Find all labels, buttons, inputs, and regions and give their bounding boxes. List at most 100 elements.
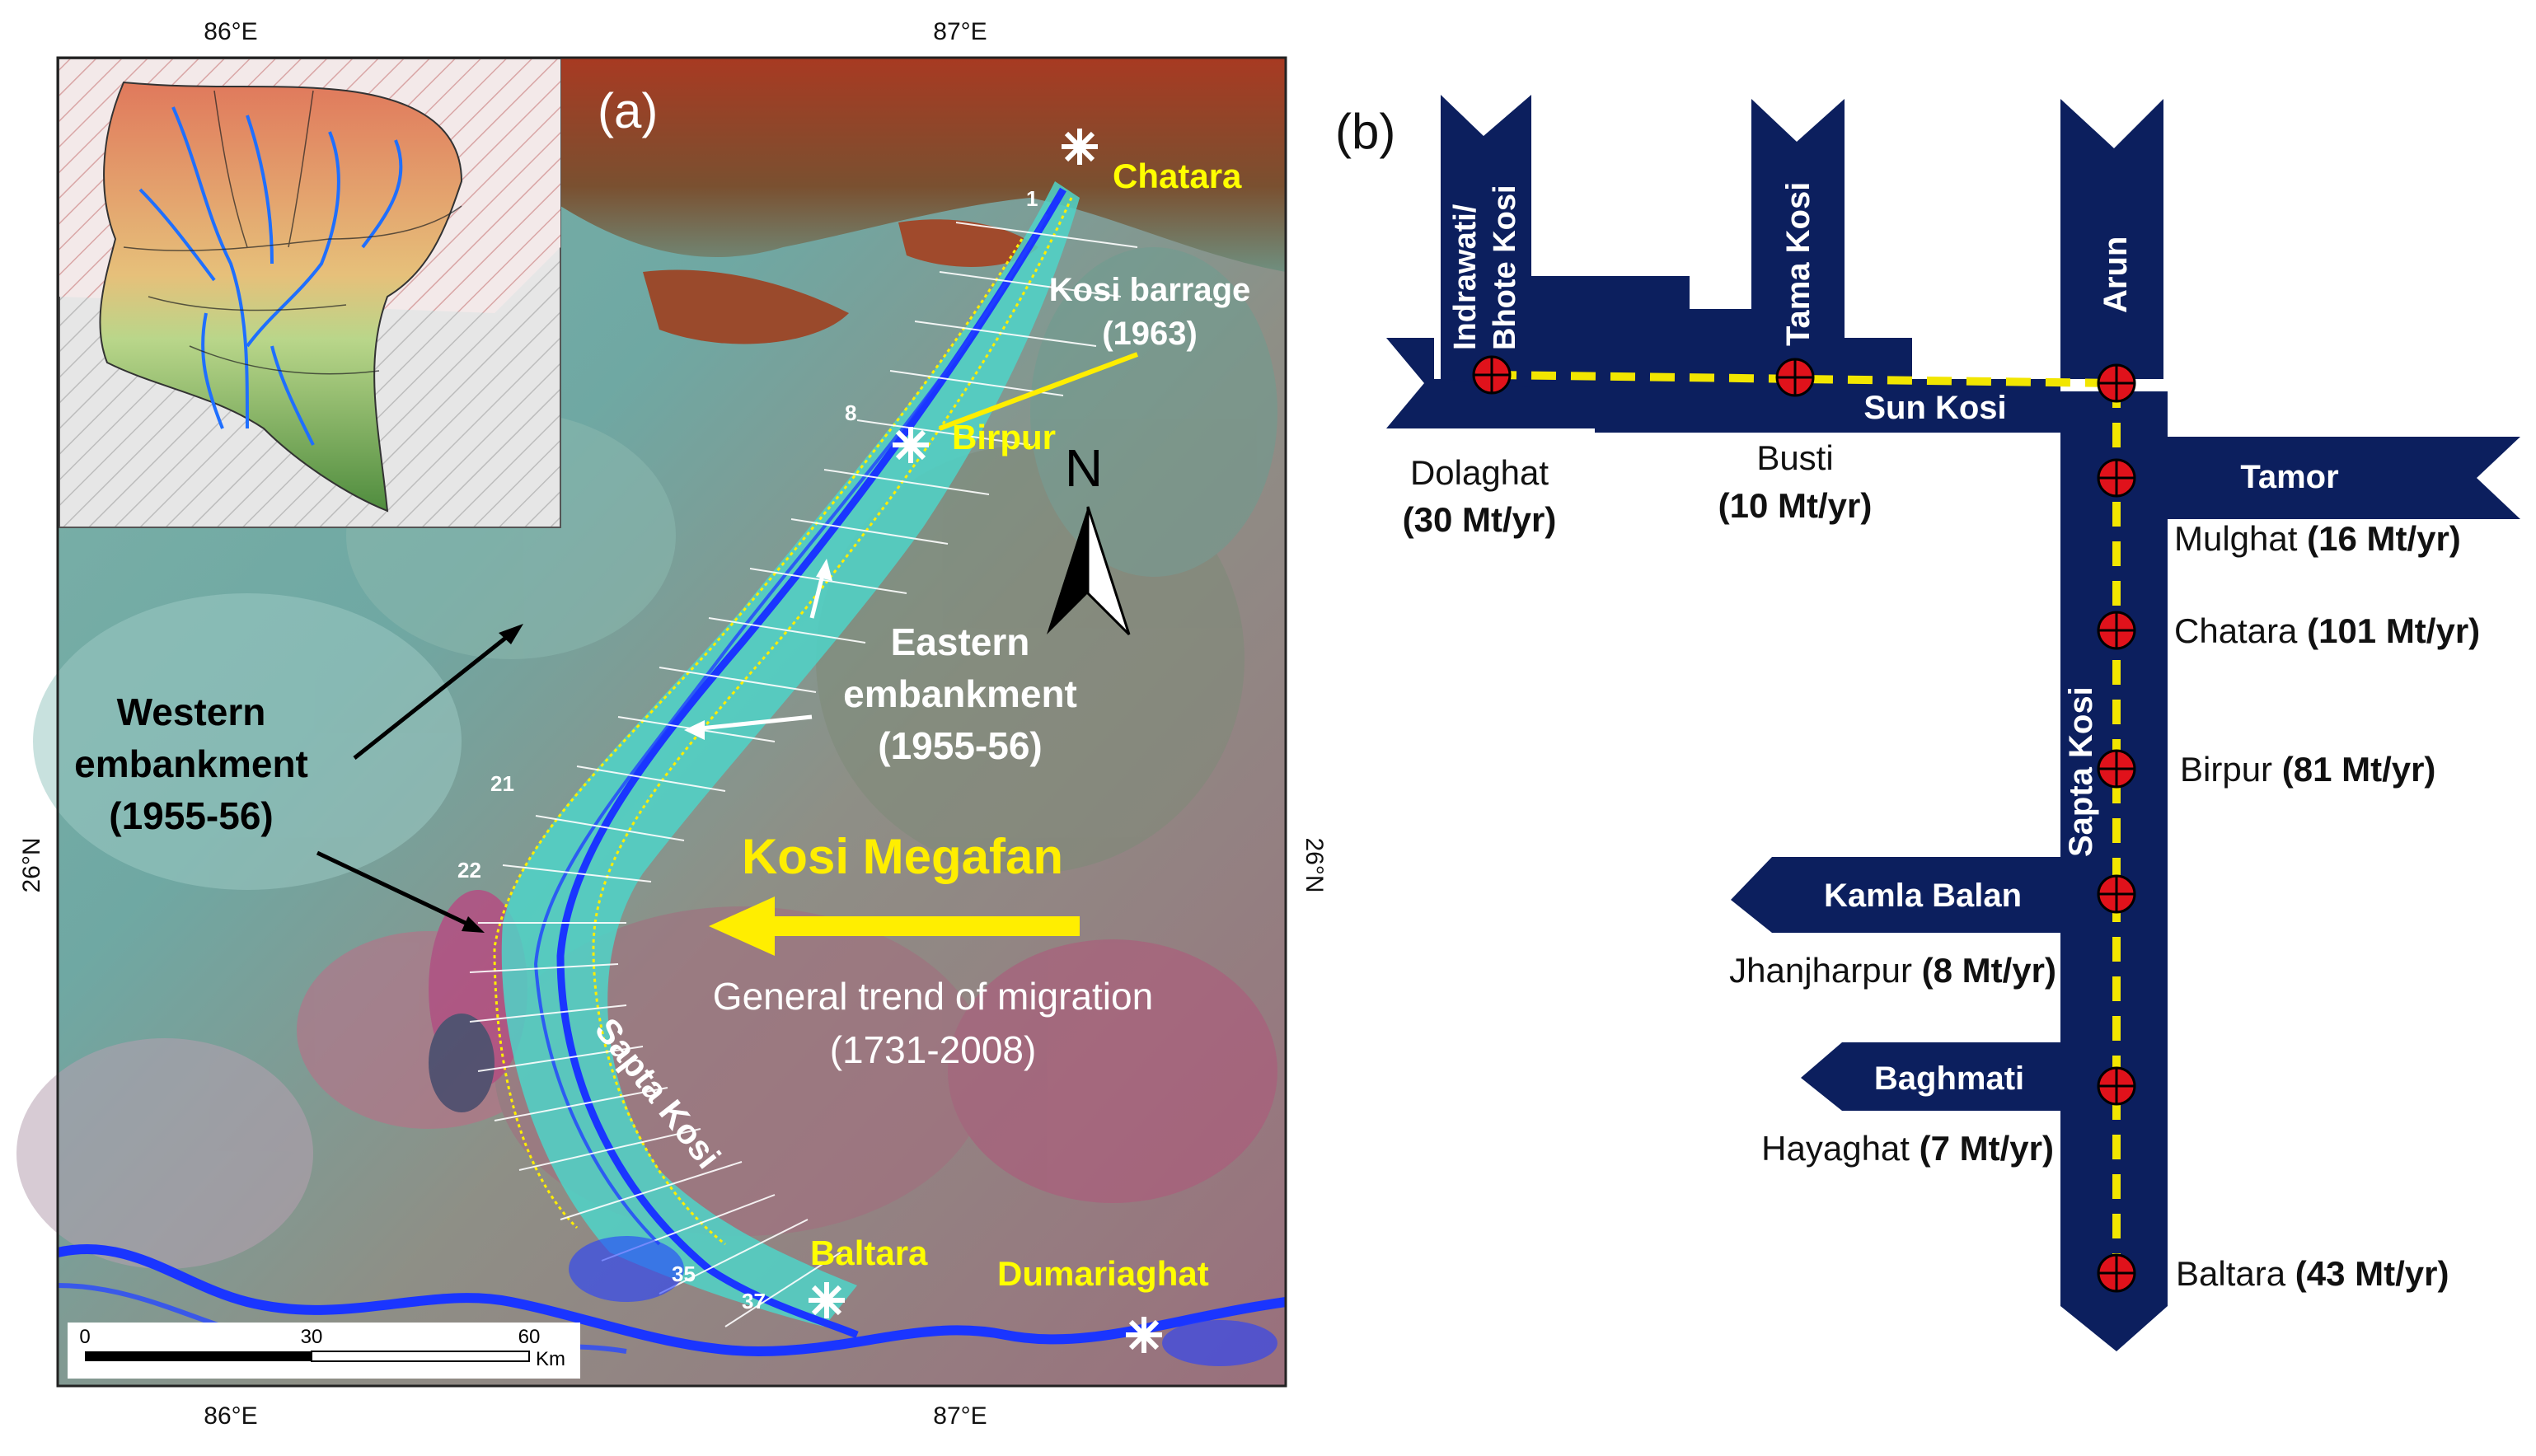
- north-arrow: N: [1047, 438, 1131, 636]
- river-label-sun-kosi: Sun Kosi: [1863, 390, 2006, 426]
- migration-arrowhead: [709, 897, 775, 956]
- station-mulghat-circle: [2097, 458, 2136, 498]
- tamor-branch: [2168, 437, 2520, 519]
- station-baltara-circle: [2097, 1253, 2136, 1293]
- lat-label-right: 26°N: [1301, 837, 1328, 892]
- station-name-baltara: Baltara: [2176, 1254, 2286, 1293]
- transect-label-8: 8: [845, 400, 856, 425]
- station-name-chatara: Chatara: [2174, 611, 2298, 650]
- place-dumariaghat: Dumariaghat: [997, 1254, 1209, 1293]
- river-label-baghmati: Baghmati: [1874, 1060, 2024, 1097]
- north-label: N: [1065, 438, 1103, 498]
- station-row-baltara: Baltara (43 Mt/yr): [2176, 1254, 2449, 1293]
- eastern-embankment-label-2: embankment: [843, 672, 1077, 715]
- panel-a-map: (a) 86°E 87°E 86°E 87°E 26°N 26°N Chatar…: [16, 18, 1328, 1430]
- station-jhanjharpur-circle: [2097, 874, 2136, 914]
- migration-label-1: General trend of migration: [713, 975, 1153, 1018]
- river-label-indrawati-2: Bhote Kosi: [1488, 185, 1522, 350]
- scale-tick-0: 0: [79, 1326, 90, 1348]
- station-load-birpur: (81 Mt/yr): [2282, 750, 2436, 789]
- kamla-balan-branch: [1731, 857, 2060, 933]
- station-load-jhanjharpur: (8 Mt/yr): [1922, 951, 2056, 990]
- migration-label-2: (1731-2008): [830, 1028, 1037, 1071]
- station-row-birpur: Birpur (81 Mt/yr): [2180, 750, 2435, 789]
- eastern-embankment-label-3: (1955-56): [878, 724, 1042, 767]
- panel-b-schematic: (b): [1335, 95, 2520, 1351]
- station-name-dolaghat: Dolaghat: [1410, 453, 1549, 492]
- western-arrowhead-2: [462, 916, 485, 933]
- inset-basin-map: [59, 59, 561, 528]
- station-name-busti: Busti: [1756, 438, 1833, 477]
- dumariaghat-marker: [1126, 1317, 1162, 1353]
- north-arrow-right: [1086, 506, 1131, 636]
- map-frame: [56, 56, 1287, 1388]
- eastern-embankment-line: [592, 197, 1073, 1246]
- indrawati-stem: [1441, 95, 1531, 387]
- western-arrowhead-1: [499, 624, 523, 644]
- migration-arrow-shaft: [771, 916, 1080, 936]
- baghmati-branch: [1801, 1042, 2060, 1111]
- station-row-hayaghat: Hayaghat (7 Mt/yr): [1761, 1129, 2054, 1168]
- station-load-chatara: (101 Mt/yr): [2307, 611, 2480, 650]
- eastern-arrow-1: [691, 714, 813, 732]
- river-label-indrawati-1: Indrawati/: [1448, 204, 1483, 350]
- station-name-hayaghat: Hayaghat: [1761, 1129, 1910, 1168]
- place-chatara: Chatara: [1113, 157, 1242, 195]
- ganga-oxbow: [569, 1236, 684, 1302]
- station-markers: [809, 129, 1162, 1353]
- eastern-arrowhead-2: [816, 559, 832, 581]
- svg-text:Birpur (81 Mt/yr): Birpur (81 Mt/yr): [2180, 750, 2435, 789]
- western-embankment-label-3: (1955-56): [109, 794, 273, 837]
- western-embankment-label-1: Western: [117, 691, 266, 733]
- scale-segment-black: [85, 1351, 312, 1361]
- station-load-baltara: (43 Mt/yr): [2295, 1254, 2449, 1293]
- svg-text:Baltara (43 Mt/yr): Baltara (43 Mt/yr): [2176, 1254, 2449, 1293]
- station-row-chatara: Chatara (101 Mt/yr): [2174, 611, 2480, 650]
- transect-label-21: 21: [490, 771, 514, 796]
- lat-label-left: 26°N: [18, 837, 45, 892]
- station-load-hayaghat: (7 Mt/yr): [1920, 1129, 2054, 1168]
- siwalik-ridge-east: [898, 219, 1038, 267]
- chatara-marker: [1062, 129, 1098, 165]
- megafan-label: Kosi Megafan: [742, 829, 1063, 884]
- transect-label-35: 35: [672, 1262, 696, 1286]
- western-embankment-line: [493, 238, 1024, 1229]
- station-load-busti: (10 Mt/yr): [1718, 486, 1873, 525]
- station-name-jhanjharpur: Jhanjharpur: [1729, 951, 1912, 990]
- kosi-barrage-pointer: [938, 352, 1139, 431]
- panel-b-label: (b): [1335, 104, 1395, 159]
- transect-label-22: 22: [457, 858, 481, 882]
- station-load-dolaghat: (30 Mt/yr): [1403, 500, 1557, 539]
- baltara-marker: [809, 1282, 845, 1318]
- river-label-kamla-balan: Kamla Balan: [1824, 878, 2022, 914]
- station-confluence-circle: [2097, 363, 2136, 403]
- station-row-mulghat: Mulghat (16 Mt/yr): [2174, 519, 2461, 558]
- ganga-bar: [1162, 1320, 1277, 1366]
- scale-unit: Km: [536, 1348, 565, 1370]
- eastern-arrowhead-1: [684, 720, 705, 740]
- river-label-tamor: Tamor: [2240, 459, 2338, 495]
- inset-rivers: [138, 106, 403, 446]
- svg-text:Hayaghat (7 Mt/yr): Hayaghat (7 Mt/yr): [1761, 1129, 2054, 1168]
- station-circles: [1472, 355, 2136, 1293]
- scale-tick-30: 30: [301, 1326, 323, 1348]
- western-arrow-1: [353, 629, 517, 760]
- station-busti-circle: [1775, 358, 1815, 397]
- station-name-birpur: Birpur: [2180, 750, 2272, 789]
- himalaya-foothills: [560, 58, 1286, 272]
- station-name-mulghat: Mulghat: [2174, 519, 2298, 558]
- birpur-marker: [893, 427, 929, 463]
- svg-text:Jhanjharpur (8 Mt/yr): Jhanjharpur (8 Mt/yr): [1729, 951, 2056, 990]
- transect-label-37: 37: [742, 1289, 766, 1313]
- western-embankment-label-2: embankment: [74, 742, 308, 785]
- kosi-basin: [99, 81, 463, 513]
- siwalik-ridge: [643, 269, 849, 344]
- station-hayaghat-circle: [2097, 1066, 2136, 1106]
- arun-stem: [2060, 99, 2163, 379]
- station-chatara-circle: [2097, 611, 2136, 650]
- panel-a-label: (a): [598, 83, 658, 138]
- svg-text:Mulghat (16 Mt/yr): Mulghat (16 Mt/yr): [2174, 519, 2461, 558]
- station-birpur-circle: [2097, 749, 2136, 789]
